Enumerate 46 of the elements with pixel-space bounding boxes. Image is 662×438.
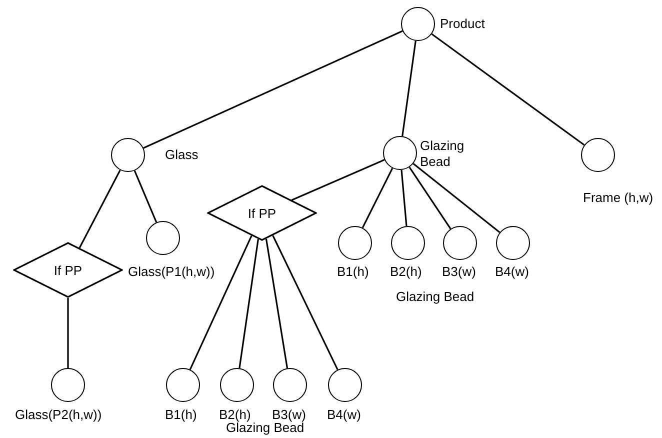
node-label: B1(h) — [337, 264, 369, 280]
connector-line — [362, 168, 394, 228]
tree-node-circle — [391, 226, 425, 260]
tree-node-circle — [146, 221, 180, 255]
node-label: B4(w) — [495, 264, 529, 280]
connector-line — [291, 159, 385, 201]
node-label: Product — [440, 16, 485, 32]
tree-node-circle — [111, 138, 145, 172]
node-label: B2(h) — [219, 407, 251, 422]
node-label: B3(w) — [442, 264, 476, 280]
node-label: B4(w) — [327, 407, 361, 423]
tree-node-circle — [443, 226, 477, 260]
tree-node-circle — [51, 368, 85, 402]
connector-line — [400, 170, 408, 226]
node-label: B3(w) — [272, 407, 306, 422]
tree-node-circle — [166, 368, 200, 402]
node-label: Frame (h,w) — [583, 190, 654, 206]
connector-line — [238, 238, 259, 368]
connector-line — [134, 170, 158, 223]
tree-node-circle — [581, 138, 615, 172]
connector-line — [431, 33, 585, 146]
connector-line — [189, 235, 252, 370]
connector-line — [412, 162, 500, 234]
node-text: If PP — [54, 262, 82, 278]
tree-node-circle — [383, 136, 417, 170]
node-label: Glass — [165, 147, 198, 163]
tree-node-circle — [273, 368, 307, 402]
tree-node-circle — [220, 368, 254, 402]
tree-node-circle — [496, 226, 530, 260]
node-label: Glass(P1(h,w)) — [128, 264, 215, 280]
connector-line — [402, 40, 416, 136]
tree-node-circle — [338, 226, 372, 260]
node-label: Glass(P2(h,w)) — [15, 407, 102, 423]
node-label: Glazing Bead — [420, 138, 466, 170]
connector-line — [78, 170, 121, 248]
connector-line — [67, 298, 69, 368]
tree-node-circle — [401, 7, 435, 41]
connector-line — [265, 238, 288, 368]
tree-node-circle — [328, 368, 362, 402]
node-label: B1(h) — [165, 407, 197, 423]
node-label: B2(h) — [390, 264, 422, 280]
group-label: Glazing Bead — [396, 289, 474, 305]
connector-line — [143, 30, 403, 149]
connector-line — [408, 166, 452, 230]
connector-line — [272, 235, 338, 370]
node-text: If PP — [248, 206, 276, 220]
